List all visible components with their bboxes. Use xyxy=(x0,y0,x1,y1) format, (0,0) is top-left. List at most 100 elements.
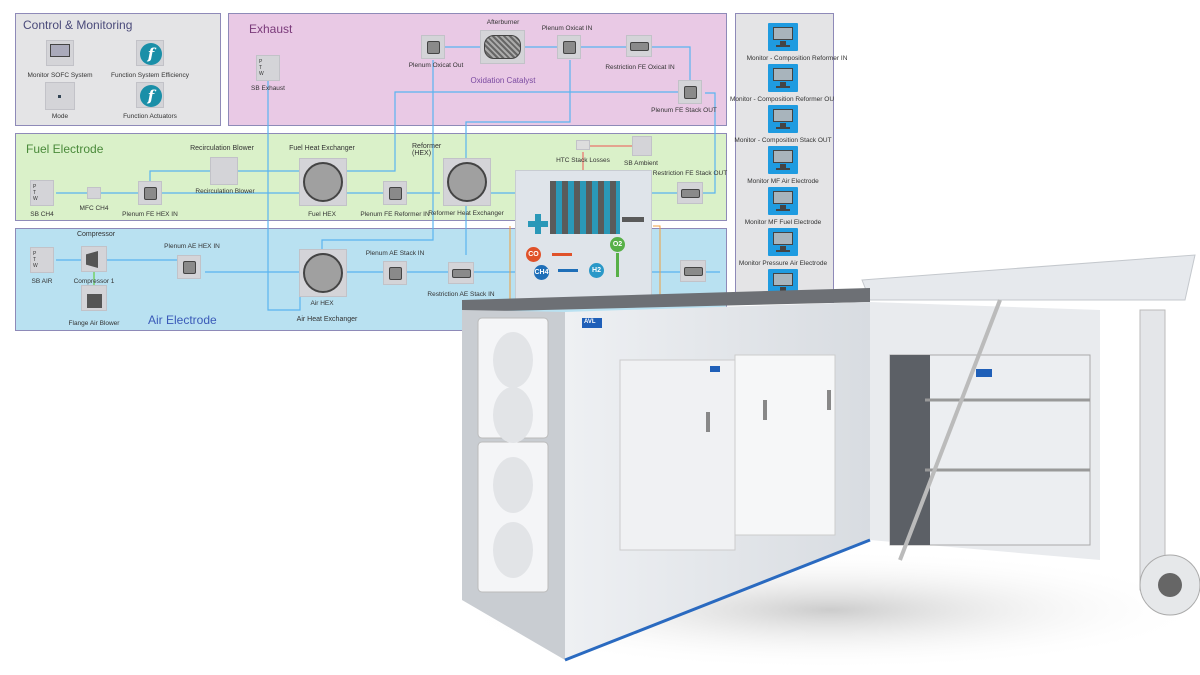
function-actuators-node[interactable]: f xyxy=(136,82,164,108)
w-label: W xyxy=(33,196,38,202)
fuel-hex-node[interactable] xyxy=(299,158,347,206)
restriction-fe-oxicat-in-node[interactable] xyxy=(626,35,652,57)
node-label: Air HEX xyxy=(310,300,334,307)
stack-cells-icon xyxy=(550,181,620,234)
restriction-node[interactable] xyxy=(680,260,706,282)
heat-exchanger-icon xyxy=(303,253,343,293)
monitor-mf-fuel-electrode-icon[interactable] xyxy=(768,187,798,215)
compressor-1-node[interactable] xyxy=(81,246,107,272)
plenum-icon xyxy=(389,187,402,200)
plenum-ae-stack-in-node[interactable] xyxy=(383,261,407,285)
mode-node[interactable] xyxy=(45,82,75,110)
node-label: Plenum Oxicat Out xyxy=(408,62,464,69)
node-label: Afterburner xyxy=(486,19,520,26)
monitor-mf-air-electrode-icon[interactable] xyxy=(768,146,798,174)
node-label: Recirculation Blower xyxy=(190,145,254,152)
plenum-icon xyxy=(684,86,697,99)
t-label: T xyxy=(259,65,263,71)
node-label: HTC Stack Losses xyxy=(556,157,610,164)
node-label: Monitor - Composition Stack OUT xyxy=(734,137,832,144)
monitor-composition-stack-out-icon[interactable] xyxy=(768,105,798,133)
ch4-badge: CH4 xyxy=(534,265,549,280)
node-label: Fuel HEX xyxy=(308,211,336,218)
restriction-icon xyxy=(684,267,703,276)
plenum-oxicat-in-node[interactable] xyxy=(557,35,581,59)
monitor-composition-reformer-in-icon[interactable] xyxy=(768,23,798,51)
node-label: Plenum AE HEX IN xyxy=(164,243,220,250)
reformer-hex-node[interactable] xyxy=(443,158,491,206)
exhaust-panel: Exhaust xyxy=(228,13,727,126)
sofc-stack-block[interactable]: CO CH4 H2 O2 xyxy=(515,170,652,302)
node-label: Compressor 1 xyxy=(73,278,115,285)
plenum-icon xyxy=(144,187,157,200)
node-label: Monitor Pressure Air Electrode xyxy=(738,260,828,267)
avl-logo: AVL xyxy=(584,319,596,325)
node-label: Flange Air Blower xyxy=(68,320,120,327)
node-label: Restriction FE Oxicat IN xyxy=(605,64,675,71)
container-roof xyxy=(462,288,870,312)
cabinet-right xyxy=(734,354,836,536)
afterburner-node[interactable] xyxy=(480,30,525,64)
compressor-icon xyxy=(86,251,98,268)
node-label: SB Exhaust xyxy=(251,85,285,92)
monitor-composition-reformer-out-icon[interactable] xyxy=(768,64,798,92)
node-label: Oxidation Catalyst xyxy=(470,76,536,85)
stack-terminal-icon xyxy=(622,217,644,222)
o2-badge: O2 xyxy=(610,237,625,252)
air-hex-node[interactable] xyxy=(299,249,347,297)
t-label: T xyxy=(33,190,37,196)
panel-title: Fuel Electrode xyxy=(26,142,104,156)
plenum-icon xyxy=(183,261,196,274)
monitor-pressure-air-electrode-icon[interactable] xyxy=(768,228,798,256)
arrow-icon xyxy=(552,253,572,256)
panel-title: Air Electrode xyxy=(148,313,217,327)
connector xyxy=(345,91,690,172)
plus-icon xyxy=(535,214,541,234)
arrow-icon xyxy=(558,269,578,272)
cabinet-left xyxy=(619,359,736,551)
w-label: W xyxy=(259,71,264,77)
node-label: Monitor MF Fuel Electrode xyxy=(744,219,822,226)
node-label: Reformer (HEX) xyxy=(412,143,442,157)
node-label: SB AIR xyxy=(31,278,53,285)
t-label: T xyxy=(33,257,37,263)
node-label: Reformer Heat Exchanger xyxy=(428,210,504,217)
function-icon: f xyxy=(140,43,162,65)
node-label: Air Heat Exchanger xyxy=(296,316,358,323)
recirculation-blower-node[interactable] xyxy=(210,157,238,185)
flange-air-blower-node[interactable] xyxy=(81,285,107,311)
function-icon: f xyxy=(140,85,162,107)
heat-exchanger-icon xyxy=(303,162,343,202)
mfc-ch4-node[interactable] xyxy=(87,187,101,199)
monitor-sofc-system-node[interactable] xyxy=(46,40,74,66)
sb-ambient-node[interactable] xyxy=(632,136,652,156)
plenum-icon xyxy=(389,267,402,280)
plenum-fe-hex-in-node[interactable] xyxy=(138,181,162,205)
node-label: Plenum FE Stack OUT xyxy=(651,107,717,114)
panel-title: Exhaust xyxy=(249,22,293,36)
node-label: Function Actuators xyxy=(123,113,177,120)
restriction-ae-stack-in-node[interactable] xyxy=(448,262,474,284)
plenum-fe-stack-out-node[interactable] xyxy=(678,80,702,104)
catalyst-icon xyxy=(484,35,521,59)
restriction-fe-stack-out-node[interactable] xyxy=(677,182,703,204)
node-label: SB CH4 xyxy=(30,211,54,218)
arrow-icon xyxy=(616,253,619,277)
restriction-icon xyxy=(452,269,471,278)
plenum-oxicat-out-node[interactable] xyxy=(421,35,445,59)
node-label: Mode xyxy=(51,113,69,120)
plenum-fe-reformer-in-node[interactable] xyxy=(383,181,407,205)
function-system-efficiency-node[interactable]: f xyxy=(136,40,164,66)
p-label: P xyxy=(33,251,37,257)
node-label: Restriction AE Stack IN xyxy=(427,291,495,298)
node-label: Function System Efficiency xyxy=(111,72,189,79)
restriction-icon xyxy=(681,189,700,198)
h2-badge: H2 xyxy=(589,263,604,278)
htc-stack-losses-node[interactable] xyxy=(576,140,590,150)
forklift-mast xyxy=(1139,309,1166,591)
plenum-ae-hex-in-node[interactable] xyxy=(177,255,201,279)
